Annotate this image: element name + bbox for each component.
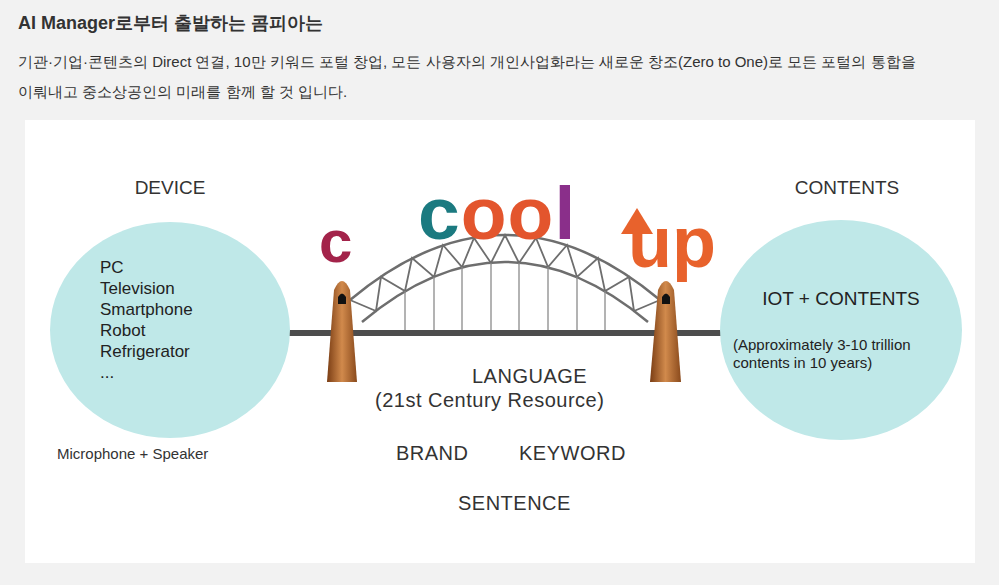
circle-shape <box>720 220 962 440</box>
circle-heading: CONTENTS <box>720 177 974 199</box>
circle-shape <box>50 222 290 438</box>
device-item: Smartphone <box>100 300 193 320</box>
intro-text: 기관·기업·콘텐츠의 Direct 연결, 10만 키워드 포털 창업, 모든 … <box>18 47 918 107</box>
circle-fill <box>50 222 290 438</box>
device-item: Refrigerator <box>100 342 190 362</box>
logo-letter: c <box>319 212 352 272</box>
circle-fill <box>720 220 962 440</box>
logo-letter: o <box>508 171 555 255</box>
device-item: Television <box>100 279 175 299</box>
contents-note: (Approximately 3-10 trillion contents in… <box>733 336 958 372</box>
bridge-hangers <box>405 263 605 331</box>
circle-footnote: Microphone + Speaker <box>57 445 208 462</box>
center-text: BRAND <box>396 442 469 465</box>
device-item: ... <box>100 363 114 383</box>
contents-heading: IOT + CONTENTS <box>720 288 962 310</box>
center-text: SENTENCE <box>458 492 571 515</box>
page-title: AI Manager로부터 출발하는 콤피아는 <box>18 11 323 35</box>
logo-letter: c <box>418 171 461 255</box>
right-tower <box>650 281 681 382</box>
logo-word: up <box>628 206 716 278</box>
circle-node: CONTENTSIOT + CONTENTS(Approximately 3-1… <box>720 220 962 440</box>
logo-letter: l <box>554 171 576 255</box>
device-item: PC <box>100 258 124 278</box>
left-tower <box>327 281 357 382</box>
center-text: LANGUAGE <box>472 365 587 388</box>
device-item: Robot <box>100 321 145 341</box>
circle-node: DEVICEPCTelevisionSmartphoneRobotRefrige… <box>50 222 290 438</box>
center-text: KEYWORD <box>519 442 626 465</box>
logo-word: cool <box>418 176 576 251</box>
circle-heading: DEVICE <box>50 177 290 199</box>
logo-letter: o <box>461 171 508 255</box>
center-text: (21st Century Resource) <box>375 389 604 412</box>
